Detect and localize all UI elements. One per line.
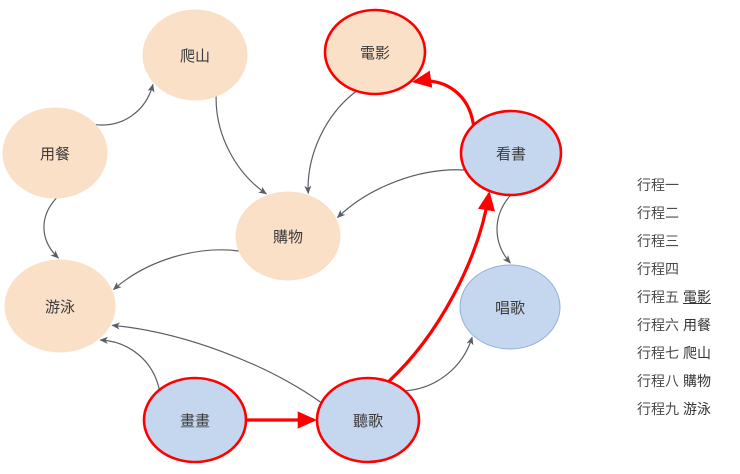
- graph-node-paShan[interactable]: 爬山: [142, 9, 248, 101]
- legend-item-key: 行程三: [637, 234, 679, 250]
- legend-item: 行程七爬山: [637, 340, 740, 368]
- legend-item: 行程二: [637, 200, 740, 228]
- legend-item-key: 行程七: [637, 346, 679, 362]
- node-shape-youYong[interactable]: [4, 259, 116, 353]
- node-shape-huaHua[interactable]: [142, 376, 248, 464]
- node-shape-kanShu[interactable]: [459, 109, 563, 197]
- graph-edge-看書-to-電影: [412, 70, 476, 126]
- graph-node-gouWu[interactable]: 購物: [235, 191, 341, 281]
- legend-item-value: 電影: [683, 290, 711, 306]
- graph-edge-看書-to-購物: [336, 169, 466, 219]
- node-shape-tingGe[interactable]: [315, 376, 421, 464]
- legend-item-value: 用餐: [683, 318, 711, 334]
- node-shape-paShan[interactable]: [142, 9, 248, 101]
- graph-edge-聽歌-to-游泳: [111, 322, 322, 404]
- legend-item-key: 行程六: [637, 318, 679, 334]
- legend-item-value: 購物: [683, 374, 711, 390]
- legend-item: 行程六用餐: [637, 312, 740, 340]
- graph-edge-看書-to-唱歌: [496, 194, 512, 264]
- graph-node-kanShu[interactable]: 看書: [459, 109, 563, 197]
- graph-node-huaHua[interactable]: 畫畫: [142, 376, 248, 464]
- graph-edge-畫畫-to-游泳: [99, 336, 160, 391]
- legend-item-key: 行程四: [637, 262, 679, 278]
- graph-edge-聽歌-to-唱歌: [404, 336, 474, 392]
- edge-layer: [43, 70, 512, 429]
- legend-item: 行程八購物: [637, 368, 740, 396]
- graph-node-dianYing[interactable]: 電影: [323, 8, 427, 96]
- graph-edge-聽歌-to-看書: [387, 191, 495, 383]
- graph-node-changGe[interactable]: 唱歌: [459, 264, 561, 350]
- graph-node-yongCan[interactable]: 用餐: [2, 107, 108, 199]
- legend-item-key: 行程八: [637, 374, 679, 390]
- graph-edge-電影-to-購物: [304, 90, 357, 195]
- legend-item: 行程九游泳: [637, 396, 740, 424]
- legend-item-key: 行程二: [637, 206, 679, 222]
- graph-node-tingGe[interactable]: 聽歌: [315, 376, 421, 464]
- graph-edge-爬山-to-購物: [215, 96, 268, 195]
- legend-item: 行程三: [637, 228, 740, 256]
- legend-item: 行程五電影: [637, 284, 740, 312]
- legend-item: 行程四: [637, 256, 740, 284]
- node-shape-yongCan[interactable]: [2, 107, 108, 199]
- node-shape-changGe[interactable]: [459, 264, 561, 350]
- legend-item-value: 爬山: [683, 346, 711, 362]
- legend-item-value: 游泳: [683, 402, 711, 418]
- graph-edge-用餐-to-游泳: [43, 197, 60, 259]
- graph-edge-購物-to-游泳: [112, 249, 240, 291]
- node-shape-dianYing[interactable]: [323, 8, 427, 96]
- node-shape-gouWu[interactable]: [235, 191, 341, 281]
- legend-item: 行程一: [637, 172, 740, 200]
- graph-edge-用餐-to-爬山: [95, 83, 155, 126]
- node-layer: 爬山電影用餐 看書購物游泳 唱歌畫畫聽歌: [2, 8, 563, 464]
- legend-item-key: 行程九: [637, 402, 679, 418]
- legend-item-key: 行程一: [637, 178, 679, 194]
- graph-node-youYong[interactable]: 游泳: [4, 259, 116, 353]
- itinerary-legend: 行程一行程二行程三行程四行程五電影行程六用餐行程七爬山行程八購物行程九游泳: [637, 172, 740, 424]
- legend-item-key: 行程五: [637, 290, 679, 306]
